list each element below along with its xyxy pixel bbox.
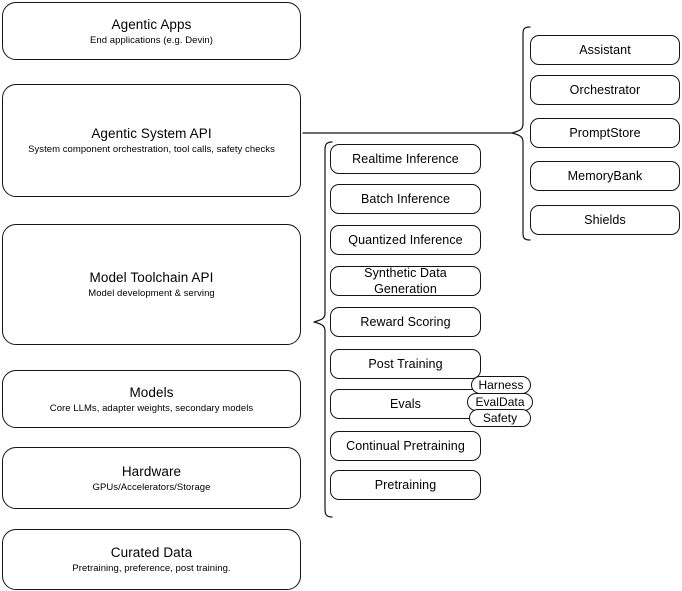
capability-pretraining[interactable]: Pretraining (330, 470, 481, 500)
layer-agentic-system-api[interactable]: Agentic System API System component orch… (2, 84, 301, 197)
layer-subtitle: Pretraining, preference, post training. (72, 563, 231, 574)
evals-subcomponent-label: EvalData (475, 394, 525, 409)
layer-title: Model Toolchain API (89, 270, 214, 285)
layer-subtitle: End applications (e.g. Devin) (90, 34, 213, 46)
capability-label: Batch Inference (360, 192, 451, 206)
layer-title: Curated Data (110, 545, 193, 560)
system-component-label: Shields (584, 213, 626, 227)
layer-subtitle: GPUs/Accelerators/Storage (92, 481, 211, 493)
capability-label: Realtime Inference (352, 152, 459, 166)
capability-continual-pretraining[interactable]: Continual Pretraining (330, 431, 481, 461)
system-component-memorybank[interactable]: MemoryBank (530, 161, 680, 191)
capability-reward-scoring[interactable]: Reward Scoring (330, 307, 481, 337)
capability-label: Continual Pretraining (346, 439, 465, 453)
layer-models[interactable]: Models Core LLMs, adapter weights, secon… (2, 370, 301, 428)
system-component-label: Orchestrator (569, 83, 641, 97)
capability-post-training[interactable]: Post Training (330, 349, 481, 379)
layer-subtitle: Core LLMs, adapter weights, secondary mo… (49, 402, 254, 414)
capability-label: Reward Scoring (360, 315, 451, 329)
capability-label: Quantized Inference (348, 233, 463, 247)
evals-subcomponent-safety[interactable]: Safety (469, 409, 531, 427)
capability-label: Synthetic Data Generation (364, 266, 447, 296)
system-component-assistant[interactable]: Assistant (530, 35, 680, 65)
system-component-orchestrator[interactable]: Orchestrator (530, 75, 680, 105)
capability-evals[interactable]: Evals (330, 389, 481, 419)
layer-curated-data[interactable]: Curated Data Pretraining, preference, po… (2, 529, 301, 590)
layer-title: Hardware (121, 463, 182, 479)
system-component-promptstore[interactable]: PromptStore (530, 118, 680, 148)
capability-label: Evals (389, 397, 422, 411)
system-component-label: Assistant (579, 43, 631, 57)
capability-synthetic-data-generation[interactable]: Synthetic Data Generation (330, 266, 481, 296)
capability-batch-inference[interactable]: Batch Inference (330, 184, 481, 214)
layer-title: Models (129, 384, 174, 400)
system-component-label: MemoryBank (567, 169, 643, 183)
capability-realtime-inference[interactable]: Realtime Inference (330, 144, 481, 174)
layer-subtitle: Model development & serving (88, 288, 215, 299)
layer-title: Agentic Apps (111, 16, 192, 32)
layer-title: Agentic System API (91, 126, 212, 141)
layer-subtitle: System component orchestration, tool cal… (28, 144, 275, 155)
layer-model-toolchain-api[interactable]: Model Toolchain API Model development & … (2, 224, 301, 345)
layer-agentic-apps[interactable]: Agentic Apps End applications (e.g. Devi… (2, 2, 301, 60)
capability-label: Pretraining (374, 478, 437, 492)
capability-quantized-inference[interactable]: Quantized Inference (330, 225, 481, 255)
evals-subcomponent-label: Harness (478, 377, 524, 392)
system-component-label: PromptStore (569, 126, 641, 140)
system-components-brace (511, 26, 531, 241)
evals-subcomponent-label: Safety (482, 410, 518, 425)
system-component-shields[interactable]: Shields (530, 205, 680, 235)
capability-label: Post Training (368, 357, 443, 371)
evals-subcomponent-harness[interactable]: Harness (471, 376, 531, 394)
layer-hardware[interactable]: Hardware GPUs/Accelerators/Storage (2, 447, 301, 509)
